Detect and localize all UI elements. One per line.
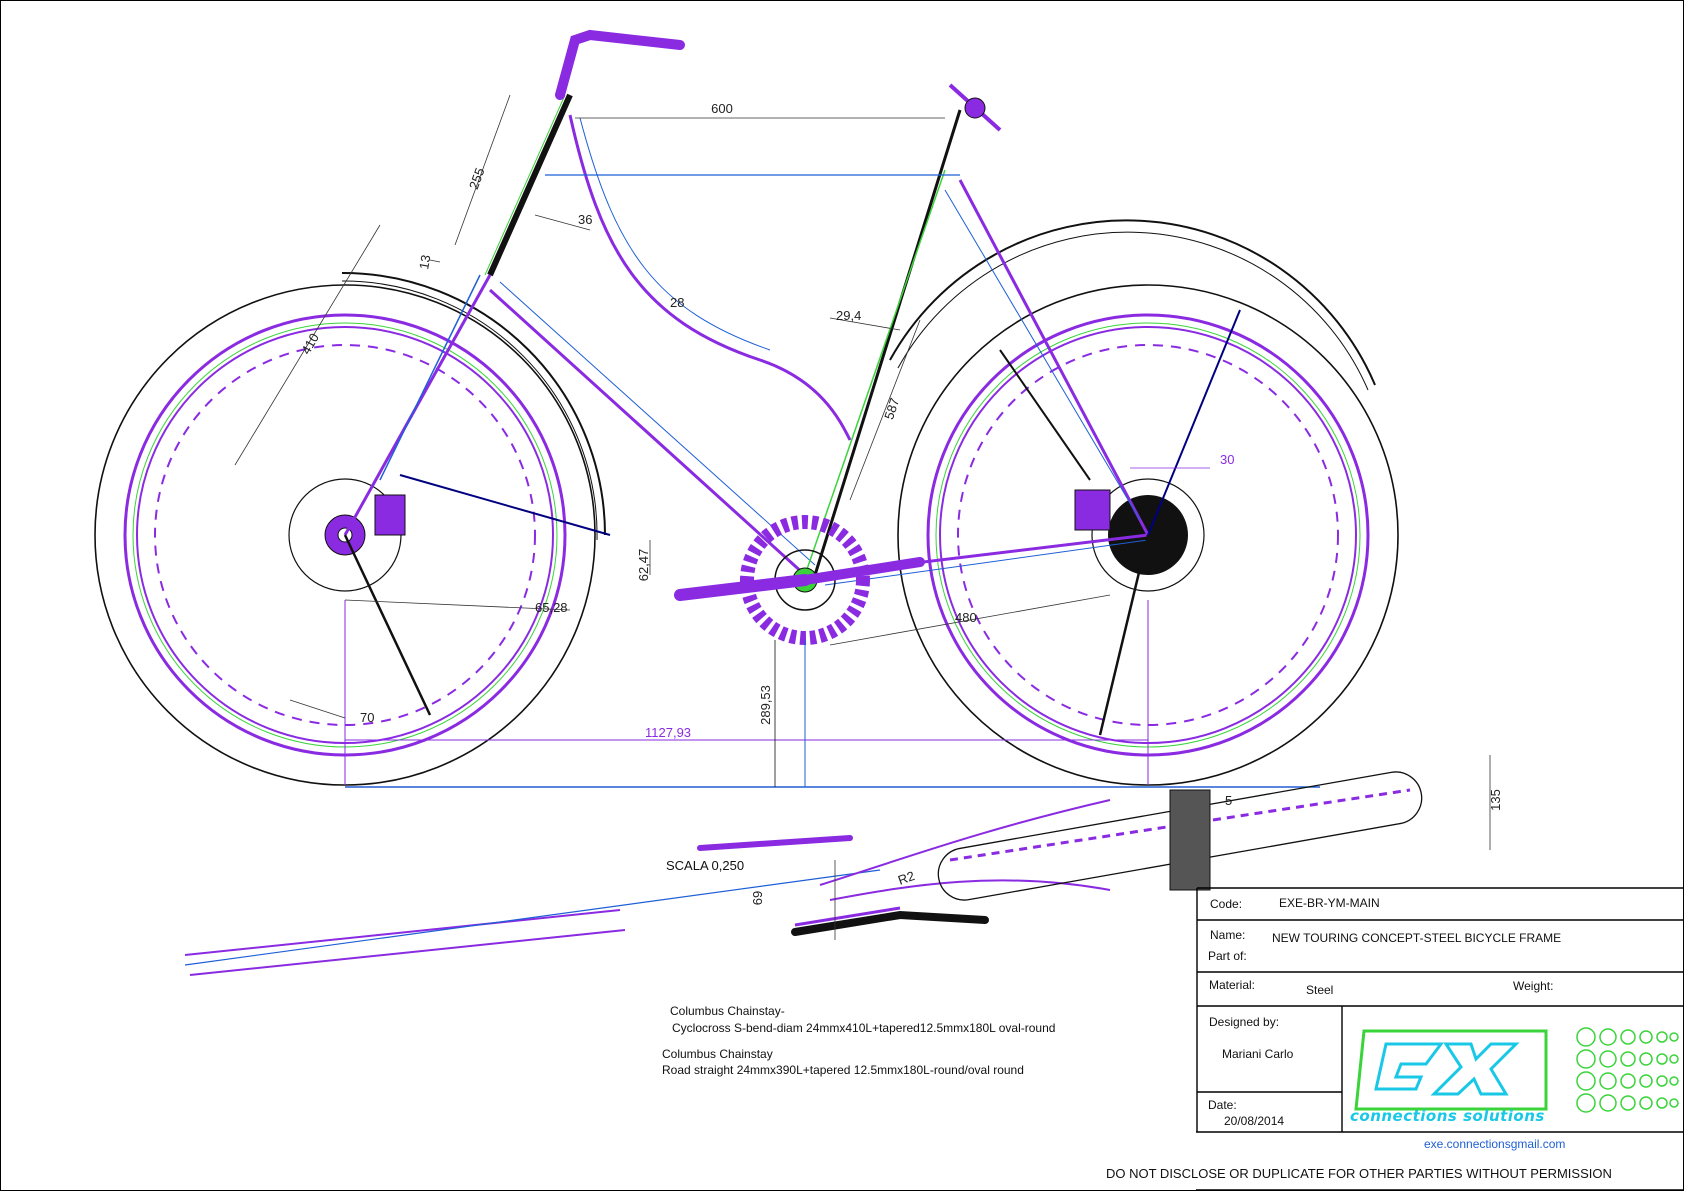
dim-1127-93: 1127,93 [645, 725, 691, 740]
note-line-3: Columbus Chainstay [662, 1047, 773, 1061]
weight-label: Weight: [1513, 979, 1554, 993]
code-value: EXE-BR-YM-MAIN [1279, 896, 1380, 910]
crankset [674, 515, 925, 645]
note-line-4: Road straight 24mmx390L+tapered 12.5mmx1… [662, 1063, 1024, 1077]
email-link[interactable]: exe.connectionsgmail.com [1424, 1137, 1566, 1151]
frame-tubes [343, 29, 1150, 586]
dim-29-4: 29,4 [836, 308, 861, 323]
exe-logo: connections solutions [1346, 1009, 1682, 1129]
dim-70: 70 [360, 710, 374, 725]
dim-289-53: 289,53 [758, 685, 773, 725]
dim-600: 600 [711, 101, 733, 116]
dim-255: 255 [466, 166, 488, 192]
dim-28: 28 [670, 295, 684, 310]
material-value: Steel [1306, 983, 1334, 997]
dim-13: 13 [416, 254, 433, 271]
chainstay-plan-view [184, 771, 1423, 976]
note-line-1: Columbus Chainstay- [670, 1004, 785, 1018]
dim-65-28: 65,28 [535, 600, 568, 615]
note-line-2: Cyclocross S-bend-diam 24mmx410L+tapered… [672, 1021, 1056, 1035]
scale-label: SCALA 0,250 [666, 858, 745, 873]
dim-62-47: 62,47 [636, 549, 651, 582]
exe-logo-mark [1354, 1027, 1679, 1113]
dim-36: 36 [578, 212, 592, 227]
reference-lines [343, 309, 1320, 788]
dim-69: 69 [750, 891, 765, 905]
dimension-lines [234, 94, 1491, 850]
front-brake-caliper [374, 494, 406, 536]
rear-fender [889, 219, 1376, 391]
dim-r2: R2 [896, 868, 917, 888]
dim-480: 480 [955, 610, 977, 625]
dim-135: 135 [1488, 789, 1503, 811]
title-block: Code: EXE-BR-YM-MAIN Name: NEW TOURING C… [1106, 887, 1684, 1191]
front-fender [341, 271, 606, 541]
designed-by-label: Designed by: [1209, 1015, 1280, 1029]
date-value: 20/08/2014 [1224, 1114, 1285, 1128]
name-label: Name: [1210, 928, 1246, 942]
material-label: Material: [1209, 978, 1256, 992]
logo-text: connections solutions [1350, 1107, 1545, 1125]
date-label: Date: [1208, 1098, 1237, 1112]
name-value: NEW TOURING CONCEPT-STEEL BICYCLE FRAME [1272, 931, 1562, 945]
rear-brake-caliper [1074, 489, 1111, 531]
designer-name: Mariani Carlo [1222, 1047, 1294, 1061]
code-label: Code: [1210, 897, 1243, 911]
part-label: Part of: [1208, 949, 1247, 963]
dim-587: 587 [881, 396, 902, 421]
disclaimer-text: DO NOT DISCLOSE OR DUPLICATE FOR OTHER P… [1106, 1166, 1612, 1181]
dim-30: 30 [1220, 452, 1234, 467]
dim-410: 410 [298, 331, 322, 357]
